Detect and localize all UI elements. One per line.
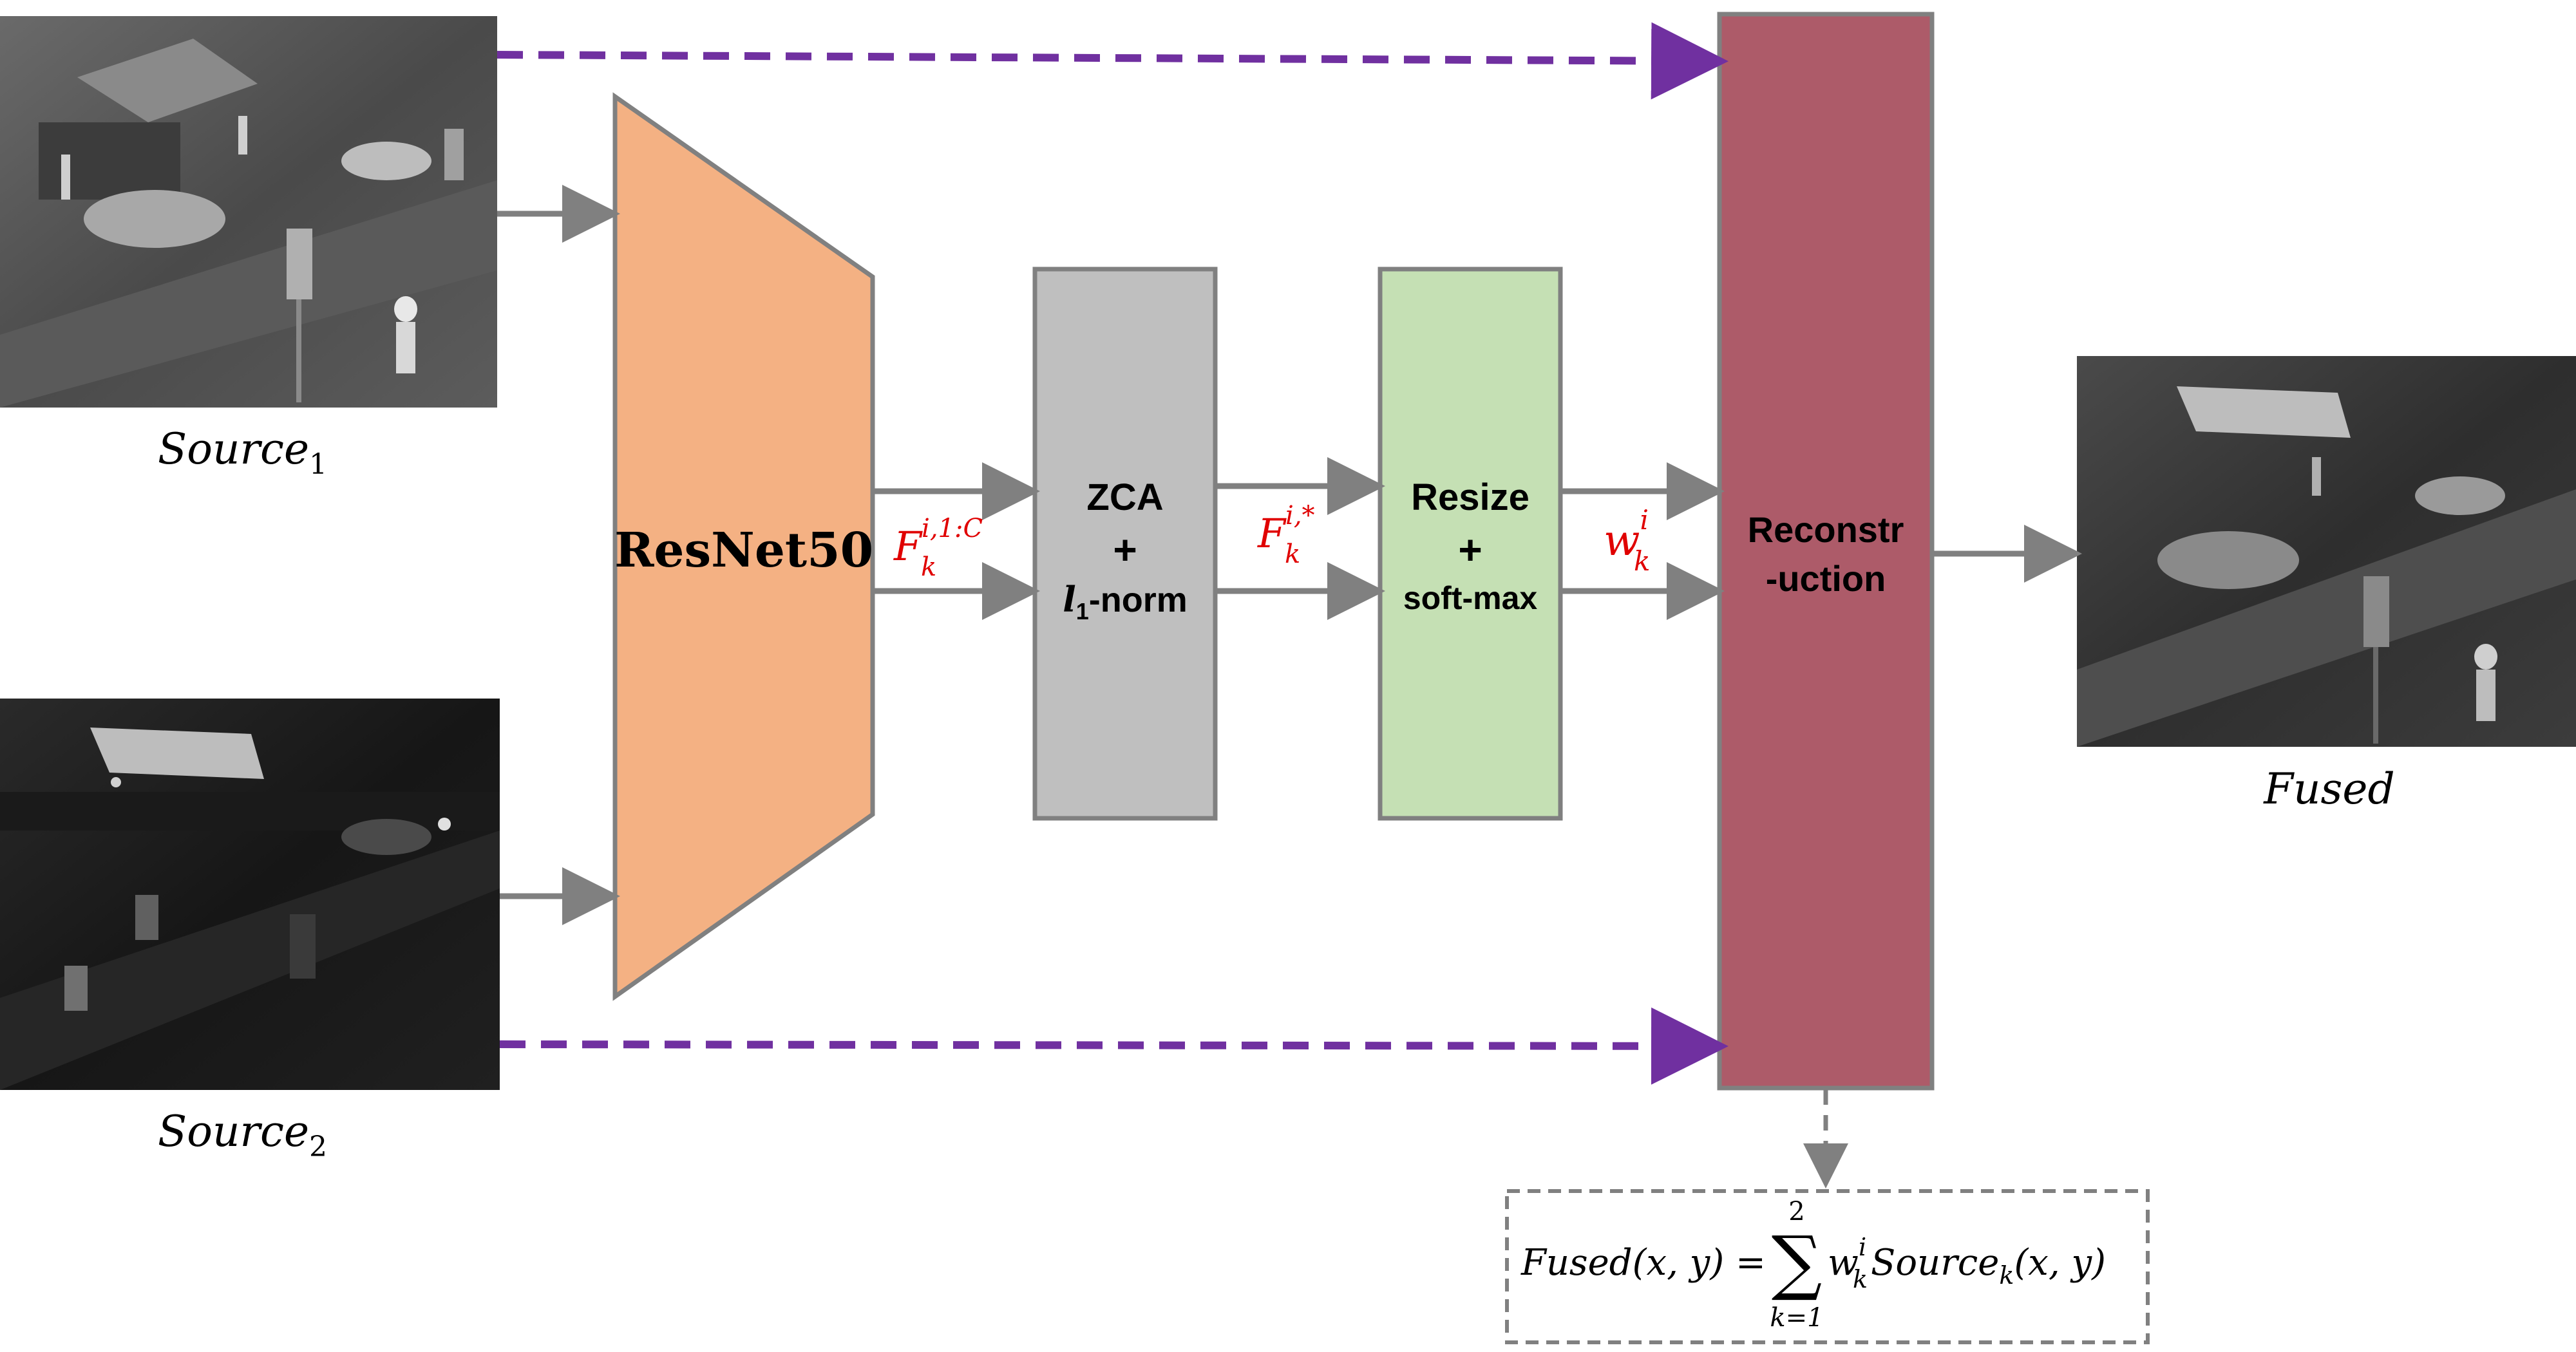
- skip-connections: [497, 22, 1728, 1085]
- zca-l1norm-block: [1032, 267, 1218, 821]
- fused-image: [2077, 356, 2576, 747]
- softmax-label: soft-max: [1403, 580, 1538, 616]
- feature-label-f-i-star: Fi,*k: [1257, 501, 1315, 569]
- skip-arrow-source1: [497, 22, 1728, 100]
- reconstruction-block: [1717, 12, 1935, 1091]
- source1-image: [0, 16, 497, 408]
- resize-softmax-block: [1378, 267, 1563, 821]
- source2-image: [0, 699, 500, 1090]
- l1norm-label: l1-norm: [1063, 579, 1188, 624]
- reconstruction-label-line2: -uction: [1766, 558, 1886, 599]
- source2-caption: Source2: [158, 1107, 327, 1163]
- formula-sum-bottom: k=1: [1770, 1303, 1823, 1333]
- formula-sum-top: 2: [1788, 1197, 1804, 1226]
- skip-arrow-source2: [499, 1007, 1728, 1085]
- resnet50-block: [612, 92, 875, 1001]
- zca-plus: +: [1113, 527, 1137, 573]
- reconstruction-label-line1: Reconstr: [1748, 509, 1904, 550]
- zca-label: ZCA: [1086, 476, 1163, 518]
- formula-lhs: Fused(x, y) =: [1520, 1242, 1766, 1284]
- resize-plus: +: [1458, 527, 1482, 573]
- formula-box: [1505, 1189, 2150, 1344]
- fused-caption: Fused: [2263, 764, 2394, 814]
- formula-sum-symbol: ∑: [1772, 1221, 1823, 1303]
- gray-arrows: [497, 185, 2082, 925]
- source1-caption: Source1: [158, 424, 327, 481]
- resize-label: Resize: [1411, 476, 1530, 518]
- resnet50-label: ResNet50: [614, 523, 873, 578]
